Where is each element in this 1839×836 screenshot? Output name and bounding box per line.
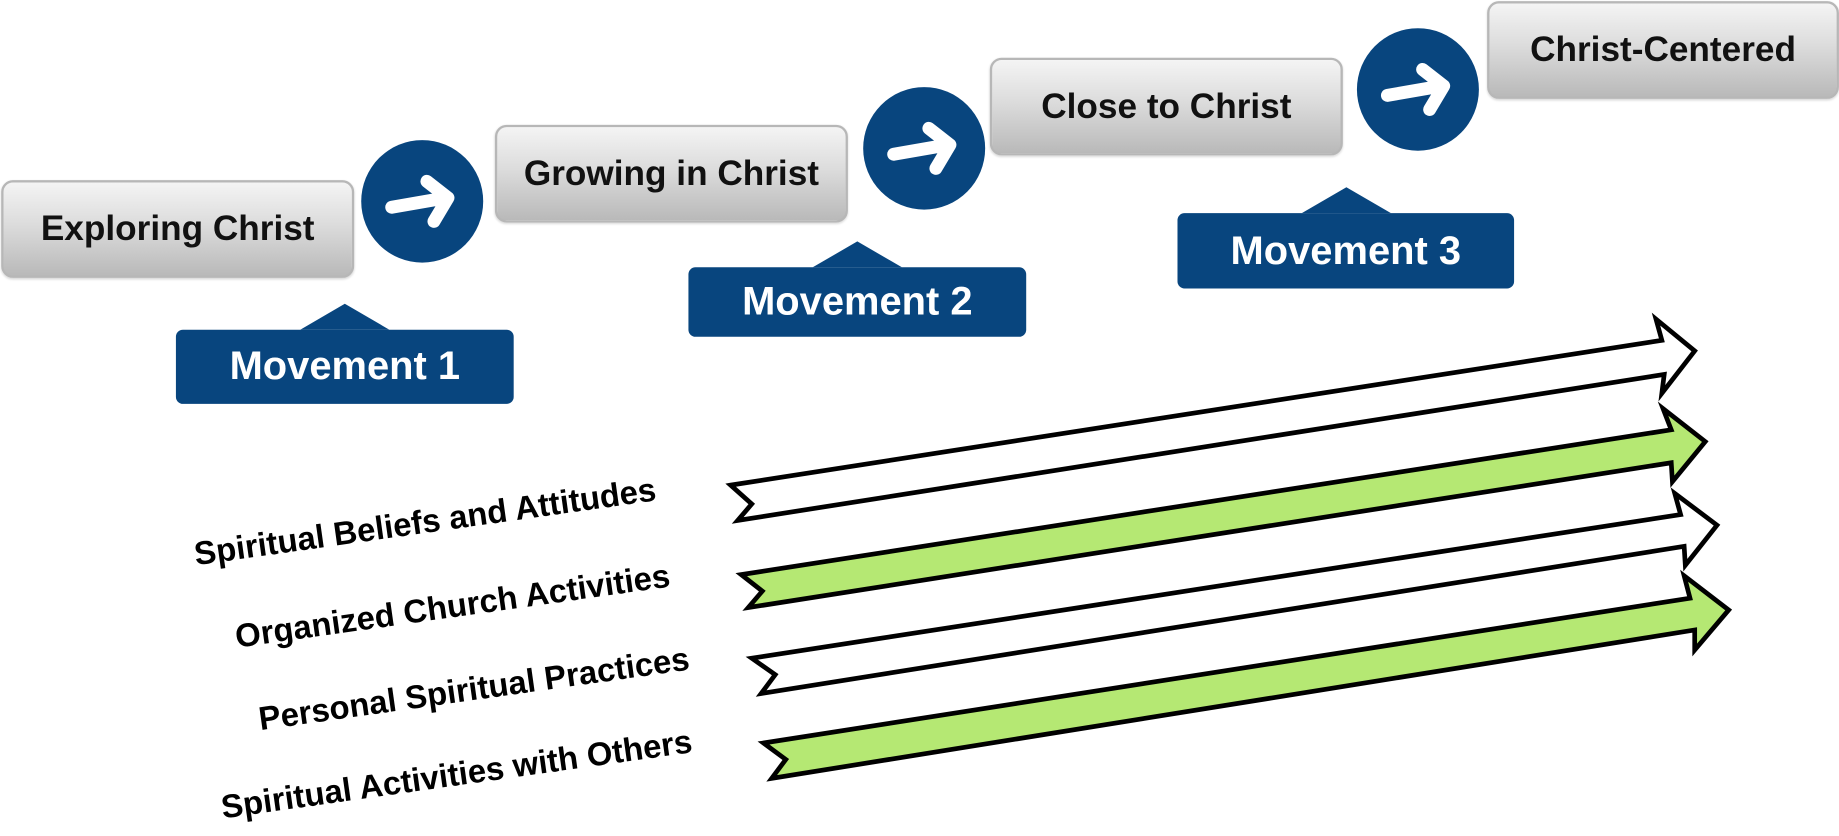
dimension-arrow-white-2: [745, 487, 1721, 697]
stage-box-growing-in-christ: Growing in Christ: [494, 124, 848, 223]
movement-1-tab: Movement 1: [175, 303, 514, 404]
arrow-circle-2: [863, 87, 986, 210]
movement-tab-pointer: [1301, 187, 1391, 214]
movement-3-tab: Movement 3: [1177, 187, 1515, 289]
stage-box-christ-centered: Christ-Centered: [1487, 1, 1839, 99]
dimension-arrow-white-1: [725, 312, 1698, 524]
movement-2-tab: Movement 2: [688, 241, 1027, 337]
stage-box-close-to-christ: Close to Christ: [989, 57, 1343, 156]
movement-tab-pointer: [812, 241, 902, 268]
stage-label: Close to Christ: [1041, 86, 1292, 126]
stage-box-exploring-christ: Exploring Christ: [1, 180, 355, 278]
arrow-right-icon: [887, 121, 957, 175]
movement-label: Movement 2: [742, 279, 973, 324]
movement-tab-pointer: [300, 303, 390, 330]
arrow-right-icon: [385, 174, 455, 228]
dimension-arrow-green-1: [735, 401, 1709, 611]
stage-label: Christ-Centered: [1530, 30, 1796, 69]
stage-label: Exploring Christ: [40, 209, 315, 248]
movement-label: Movement 1: [229, 343, 461, 389]
arrow-circle-3: [1356, 28, 1479, 151]
stage-label: Growing in Christ: [523, 153, 819, 193]
dimension-arrow-green-2: [757, 569, 1733, 782]
arrow-right-icon: [1380, 62, 1451, 116]
movement-label: Movement 3: [1230, 227, 1462, 273]
arrow-circle-1: [361, 140, 484, 263]
